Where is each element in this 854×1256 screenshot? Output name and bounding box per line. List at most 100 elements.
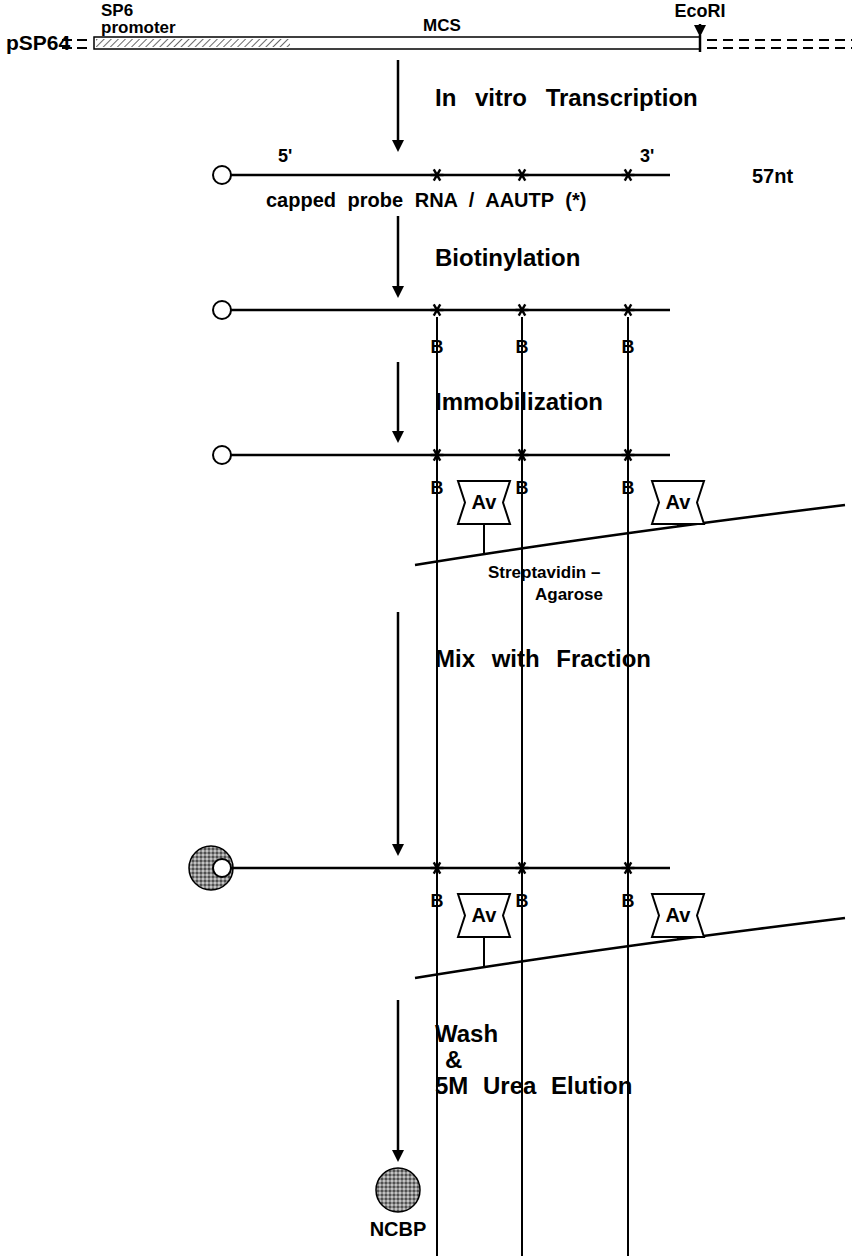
protein-circle: NCBP [353,1166,443,1246]
probe-rna [231,309,670,312]
biotin-linker [521,875,523,1256]
biotin-label: B [622,337,635,358]
aminoallyl-utp-mark [625,449,632,460]
text-holder: MCS [423,17,461,34]
length-label: 57nt [752,165,793,188]
vector-name: pSP64 [6,31,70,55]
text-holder: In vitro Transcription [435,84,698,111]
aminoallyl-utp-mark [625,862,632,873]
biotin-linker [521,462,523,931]
aminoallyl-utp-mark [434,169,441,180]
aminoallyl-utp-mark [434,862,441,873]
end-label: 5' [278,146,292,167]
protein-label: Av [651,480,705,525]
promoter-region [96,39,290,47]
aminoallyl-utp-mark [625,449,632,460]
mcs-label: MCS [423,17,461,34]
aminoallyl-utp-mark [625,862,632,873]
probe-rna [231,454,670,457]
text-holder: SP6 promoter [101,2,193,36]
mcs-region [94,37,700,49]
step-label: & [445,1046,462,1073]
text-holder: Streptavidin – [488,563,600,583]
step-label: Immobilization [435,388,603,415]
aminoallyl-utp-mark [519,304,526,315]
text-holder: B [622,891,635,912]
text-holder: 5M Urea Elution [435,1072,632,1099]
site-name: EcoRI [674,1,725,22]
avidin-outline [652,894,704,937]
probe-caption: capped probe RNA / AAUTP (*) [266,189,586,212]
text-holder: capped probe RNA / AAUTP (*) [266,189,586,212]
aminoallyl-utp-mark [519,862,526,873]
aminoallyl-utp-mark [434,304,441,315]
biotin-label: B [622,478,635,499]
streptavidin-box: Av [651,480,705,525]
biotin-linker [436,875,438,1256]
aminoallyl-utp-mark [519,449,526,460]
plasmid-map: SP6 promoter MCS [93,0,705,54]
vector-backbone [707,47,852,49]
biotin-label: B [516,891,529,912]
step-label: 5M Urea Elution [435,1072,632,1099]
biotin-label: B [516,337,529,358]
text-holder: B [516,337,529,358]
text-holder: Biotinylation [435,244,580,271]
avidin-outline [458,481,510,524]
avidin-outline [458,894,510,937]
cap-binding-protein [189,846,233,890]
biotin-label: B [516,478,529,499]
streptavidin-box: Av [457,480,511,525]
text-holder: Agarose [535,585,603,605]
bead-linker [677,525,679,526]
streptavidin-box: Av [651,893,705,938]
step-arrow [397,216,400,288]
step-arrow [397,362,400,433]
text-holder: Wash [435,1020,498,1047]
ecori-site [699,35,702,52]
aminoallyl-utp-mark [519,169,526,180]
text-holder: B [622,478,635,499]
aminoallyl-utp-mark [519,862,526,873]
text-holder: B [431,891,444,912]
protein-label: Av [457,480,511,525]
streptavidin-box: Av [457,893,511,938]
protein-circle-fill [376,1168,420,1212]
aminoallyl-utp-mark [519,449,526,460]
text-holder: pSP64 [6,31,70,55]
step-arrow-head [392,140,404,152]
cap-structure [213,446,231,464]
step-arrow-head [392,286,404,298]
aminoallyl-utp-mark [434,449,441,460]
step-label: Biotinylation [435,244,580,271]
biotin-label: B [622,891,635,912]
biotin-linker [627,875,629,1256]
text-holder: B [516,478,529,499]
bead-linker [483,938,485,967]
text-holder: B [516,891,529,912]
aminoallyl-utp-mark [625,304,632,315]
cap-structure [213,301,231,319]
end-label: 3' [640,146,654,167]
step-arrow-head [392,844,404,856]
vector-backbone [707,39,852,41]
aminoallyl-utp-mark [434,304,441,315]
protein-label: Av [651,893,705,938]
text-holder: EcoRI [674,1,725,22]
cap-structure [213,859,231,877]
matrix-label: Streptavidin – [488,563,600,583]
bead-linker [483,525,485,554]
aminoallyl-utp-mark [625,169,632,180]
biotin-label: B [431,891,444,912]
text-holder: B [431,337,444,358]
step-arrow-head [392,431,404,443]
aminoallyl-utp-mark [519,169,526,180]
text-holder: 5' [278,146,292,167]
text-holder: B [431,478,444,499]
text-holder: Mix with Fraction [435,645,651,672]
aminoallyl-utp-mark [625,304,632,315]
step-arrow [397,60,400,142]
aminoallyl-utp-mark [434,449,441,460]
